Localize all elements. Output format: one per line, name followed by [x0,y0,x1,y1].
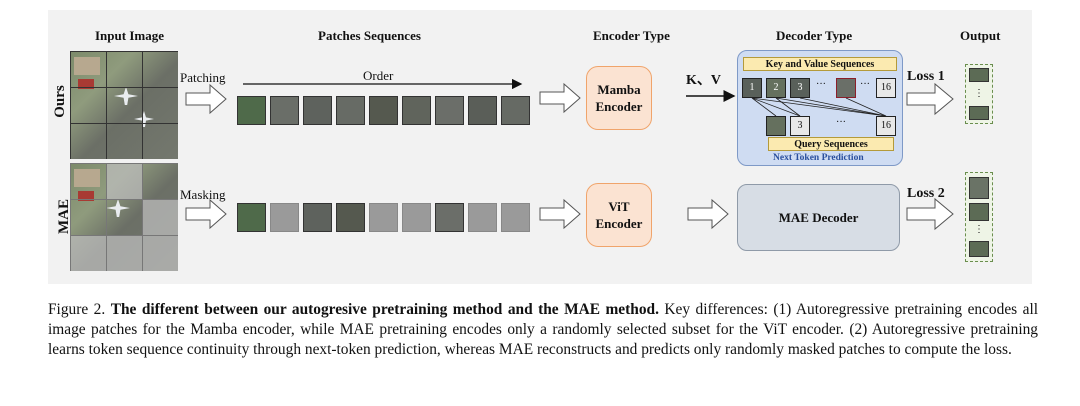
patch-tile [435,96,464,125]
query-token-16: 16 [876,116,896,136]
attention-line [799,97,887,117]
caption-bold: The different between our autogresive pr… [110,301,659,318]
output-token-16 [969,241,989,257]
figure-caption: Figure 2. The different between our auto… [48,300,1038,360]
header-decoder-type: Decoder Type [776,28,853,43]
query-token-3: 3 [790,116,810,136]
caption-rest: Key differences: (1) Autoregressive pret… [48,301,1038,358]
block-arrow [185,198,227,230]
header-patches-sequences: Patches Sequences [318,28,421,43]
caption-prefix: Figure 2. [48,301,106,318]
attention-line [845,97,887,117]
output-tokens-ours: ⋮ [965,64,993,124]
patch-tile [336,203,365,232]
patch-grid [70,51,178,159]
kv-token-2: 2 [766,78,786,98]
output-tokens-mae: ⋮ [965,172,993,262]
masked-patch-tile [369,203,398,232]
patch-tile [336,96,365,125]
kv-token-current [836,78,856,98]
vit-encoder-line1: ViT [608,199,630,214]
output-token-2 [969,68,989,82]
key-value-sequences-bar: Key and Value Sequences [743,57,897,71]
attention-line [751,97,777,117]
query-sequences-bar: Query Sequences [768,137,894,151]
patch-tile [468,96,497,125]
masking-label: Masking [180,187,226,202]
order-label: Order [363,68,394,83]
header-encoder-type: Encoder Type [593,28,670,43]
output-dots: ⋮ [974,224,984,235]
next-token-prediction-label: Next Token Prediction [773,153,864,163]
block-arrow [906,197,954,231]
kv-token-3: 3 [790,78,810,98]
output-token-2 [969,203,989,221]
kv-token-16: 16 [876,78,896,98]
header-output: Output [960,28,1001,43]
header-input-image: Input Image [95,28,164,43]
kv-ellipsis: ··· [816,79,826,90]
block-arrow [539,82,581,114]
patch-tile [270,96,299,125]
patch-tile [435,203,464,232]
mae-decoder-box: MAE Decoder [737,184,900,251]
patch-tile [501,96,530,125]
kv-token-1: 1 [742,78,762,98]
block-arrow [185,83,227,115]
input-image-ours [70,51,178,159]
masked-patch-tile [402,203,431,232]
mamba-encoder-line1: Mamba [597,82,641,97]
patching-label: Patching [180,70,226,85]
block-arrow [687,198,729,230]
attention-line [775,97,801,117]
block-arrow [539,198,581,230]
attention-line [751,97,801,117]
masked-patch-tile [270,203,299,232]
patch-tile [237,203,266,232]
vit-encoder-line2: Encoder [595,216,643,231]
input-image-mae [70,163,178,271]
query-token-2 [766,116,786,136]
query-ellipsis: ··· [836,117,846,128]
patch-grid [70,163,178,271]
masked-patch-tile [501,203,530,232]
attention-line [751,97,887,117]
mae-decoder-label: MAE Decoder [778,210,859,225]
loss1-label: Loss 1 [907,69,945,84]
block-arrow [906,82,954,116]
patch-tile [369,96,398,125]
kv-label: K、V [686,73,721,88]
patch-tile [303,96,332,125]
masked-patch-tile [468,203,497,232]
loss2-label: Loss 2 [907,186,945,201]
output-dots: ⋮ [974,88,984,99]
mamba-encoder-line2: Encoder [595,99,643,114]
output-token-16 [969,106,989,120]
patch-tile [237,96,266,125]
output-token-1 [969,177,989,199]
kv-ellipsis: ··· [860,79,870,90]
patch-tile [402,96,431,125]
attention-line [775,97,887,117]
vit-encoder-box: ViT Encoder [586,183,652,247]
patch-tile [303,203,332,232]
